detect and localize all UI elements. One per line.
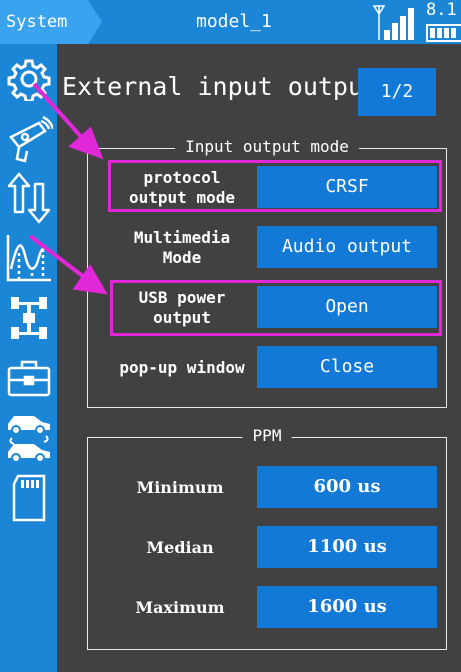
gear-icon — [7, 59, 50, 101]
protocol-output-mode-button[interactable]: CRSF — [257, 166, 437, 208]
ppm-maximum-label: Maximum — [135, 598, 225, 617]
chassis-icon — [10, 297, 47, 339]
multimedia-mode-button[interactable]: Audio output — [257, 226, 437, 268]
sidebar — [0, 44, 57, 672]
input-output-mode-group: Input output mode — [87, 137, 447, 408]
transmitter-icon — [8, 115, 53, 163]
top-bar: System model_1 8.1 — [0, 0, 461, 44]
sidebar-item-system-settings[interactable] — [0, 54, 57, 104]
sidebar-item-curves[interactable] — [0, 230, 57, 286]
sidebar-item-transmitter[interactable] — [0, 112, 57, 168]
ppm-median-label: Median — [146, 538, 214, 557]
sidebar-item-model-swap[interactable] — [0, 406, 57, 466]
ppm-minimum-button[interactable]: 600 us — [257, 466, 437, 508]
sd-card-icon — [12, 474, 45, 522]
ppm-minimum-label: Minimum — [136, 478, 224, 497]
ppm-group: PPM — [87, 426, 447, 650]
sidebar-item-toolbox[interactable] — [0, 350, 57, 406]
protocol-output-mode-label: protocol output mode — [129, 168, 235, 207]
sidebar-item-sd-card[interactable] — [0, 468, 57, 528]
page-title: External input output — [62, 72, 379, 101]
system-tab[interactable]: System — [0, 0, 102, 44]
chart-icon — [6, 235, 52, 282]
sidebar-item-channels[interactable] — [0, 170, 57, 226]
group-title: PPM — [242, 426, 292, 445]
signal-bars-icon — [372, 5, 414, 40]
usb-power-highlight-box — [110, 280, 442, 336]
model-name: model_1 — [196, 11, 272, 32]
popup-window-label: pop-up window — [119, 358, 245, 377]
popup-window-button[interactable]: Close — [257, 346, 437, 388]
protocol-highlight-box — [108, 160, 442, 212]
ppm-maximum-button[interactable]: 1600 us — [257, 586, 437, 628]
sidebar-item-chassis[interactable] — [0, 290, 57, 346]
multimedia-mode-label: Multimedia Mode — [133, 228, 231, 267]
voltage-readout: 8.1 — [426, 0, 457, 20]
ppm-median-button[interactable]: 1100 us — [257, 526, 437, 568]
usb-power-output-label: USB power output — [138, 288, 226, 327]
up-down-arrows-icon — [7, 172, 50, 224]
toolbox-icon — [7, 360, 50, 397]
car-swap-icon — [7, 416, 50, 463]
group-title: Input output mode — [175, 137, 359, 156]
usb-power-output-button[interactable]: Open — [257, 286, 437, 328]
battery-icon — [426, 24, 461, 42]
page-indicator-button[interactable]: 1/2 — [358, 68, 436, 116]
